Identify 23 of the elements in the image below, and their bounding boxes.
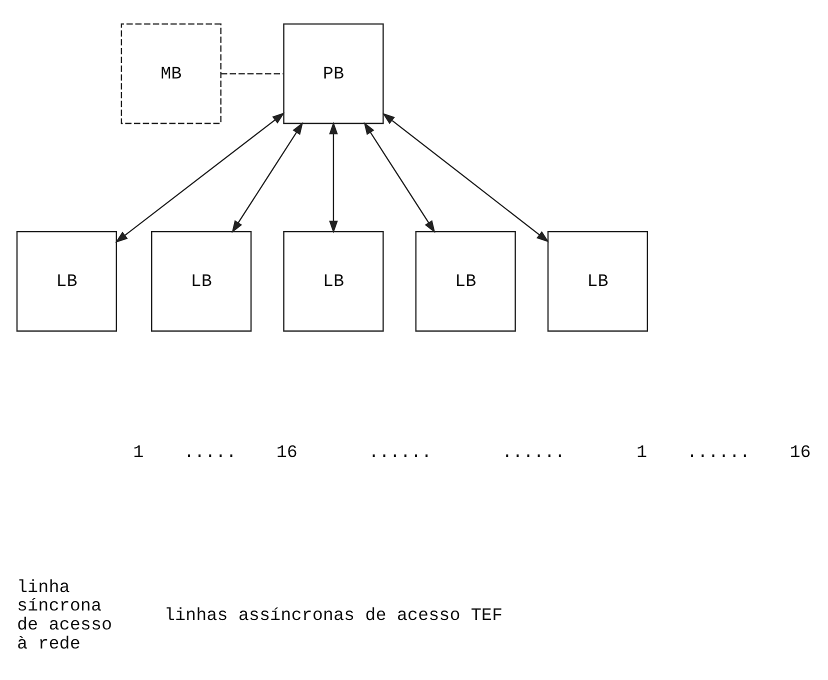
label: ...... xyxy=(368,442,432,463)
node-box: LB xyxy=(547,230,648,332)
label: linha síncrona de acesso à rede xyxy=(17,577,112,654)
node-box: MB xyxy=(120,22,222,124)
arrow xyxy=(364,122,436,233)
label: ...... xyxy=(686,442,750,463)
label: linhas assíncronas de acesso TEF xyxy=(164,606,503,626)
arrow xyxy=(382,112,550,242)
node-box: LB xyxy=(415,230,516,332)
label: ..... xyxy=(184,442,237,463)
node-box: LB xyxy=(16,230,118,332)
connector xyxy=(220,72,284,74)
arrow xyxy=(232,122,304,233)
label: 1 xyxy=(133,442,144,463)
arrow xyxy=(115,112,285,242)
label: 16 xyxy=(276,442,298,463)
label: 1 xyxy=(636,442,648,463)
label: ...... xyxy=(502,442,566,463)
node-box: PB xyxy=(283,22,384,124)
node-box: LB xyxy=(151,230,252,332)
node-box: LB xyxy=(283,230,384,332)
label: 16 xyxy=(790,442,811,463)
arrow xyxy=(329,121,338,233)
